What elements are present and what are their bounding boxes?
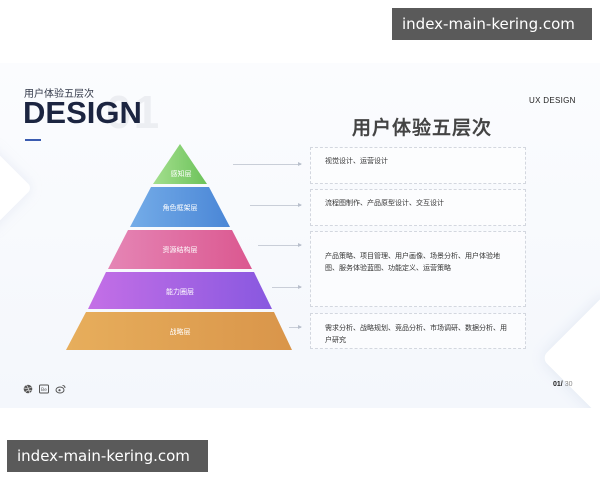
layer-label-resource-structure: 资源结构层 — [162, 246, 198, 254]
info-box-text: 流程图制作、产品原型设计、交互设计 — [325, 199, 444, 207]
info-box-resource-structure: 产品策略、项目管理、用户画像、场景分析、用户体验地图、服务体验蓝图、功能定义、运… — [310, 231, 526, 307]
weibo-icon[interactable] — [55, 381, 66, 394]
main-heading: 用户体验五层次 — [352, 117, 493, 139]
pyramid-layer-role-framework — [130, 187, 230, 227]
page-total: 30 — [562, 381, 573, 388]
info-box-perception: 视觉设计、运营设计 — [310, 147, 526, 184]
pyramid-layer-perception — [153, 144, 207, 184]
pyramid-layer-resource-structure — [108, 230, 252, 269]
connector-arrow-4 — [272, 285, 302, 289]
connector-arrow-2 — [250, 203, 302, 207]
accent-line — [25, 139, 41, 141]
connector-arrow-1 — [233, 162, 302, 166]
layer-label-strategy: 战略层 — [169, 328, 191, 336]
connector-arrow-3 — [258, 243, 302, 247]
slide: 01 用户体验五层次 DESIGN UX DESIGN 用户体验五层次 感知层 … — [0, 63, 600, 408]
pyramid-chart — [66, 144, 292, 350]
svg-text:Be: Be — [41, 387, 47, 393]
info-box-strategy: 需求分析、战略规划、竞品分析、市场调研、数据分析、用户研究 — [310, 313, 526, 349]
layer-label-perception: 感知层 — [170, 170, 192, 178]
info-box-role-framework: 流程图制作、产品原型设计、交互设计 — [310, 189, 526, 226]
info-box-text: 视觉设计、运营设计 — [325, 157, 388, 165]
layer-label-capability: 能力圈层 — [166, 288, 194, 296]
page-separator: / — [560, 381, 563, 388]
social-icons: Be — [23, 381, 66, 394]
background-number: 01 — [106, 86, 162, 138]
connector-arrow-5 — [289, 325, 302, 329]
slide-subtitle: 用户体验五层次 — [24, 89, 94, 100]
section-tag: UX DESIGN — [529, 96, 576, 105]
info-box-text: 需求分析、战略规划、竞品分析、市场调研、数据分析、用户研究 — [325, 324, 507, 344]
watermark-bottom: index-main-kering.com — [7, 440, 208, 472]
page-indicator: 01/ 30 — [553, 381, 572, 388]
info-box-text: 产品策略、项目管理、用户画像、场景分析、用户体验地图、服务体验蓝图、功能定义、运… — [325, 252, 500, 272]
dribbble-icon[interactable] — [23, 381, 33, 394]
pyramid-layer-strategy — [66, 312, 292, 350]
watermark-top: index-main-kering.com — [392, 8, 592, 40]
page-current: 01 — [553, 381, 561, 388]
pyramid-layer-capability — [88, 272, 272, 309]
layer-label-role-framework: 角色框架层 — [162, 204, 198, 212]
slide-title: DESIGN — [23, 95, 142, 130]
behance-icon[interactable]: Be — [39, 381, 49, 394]
